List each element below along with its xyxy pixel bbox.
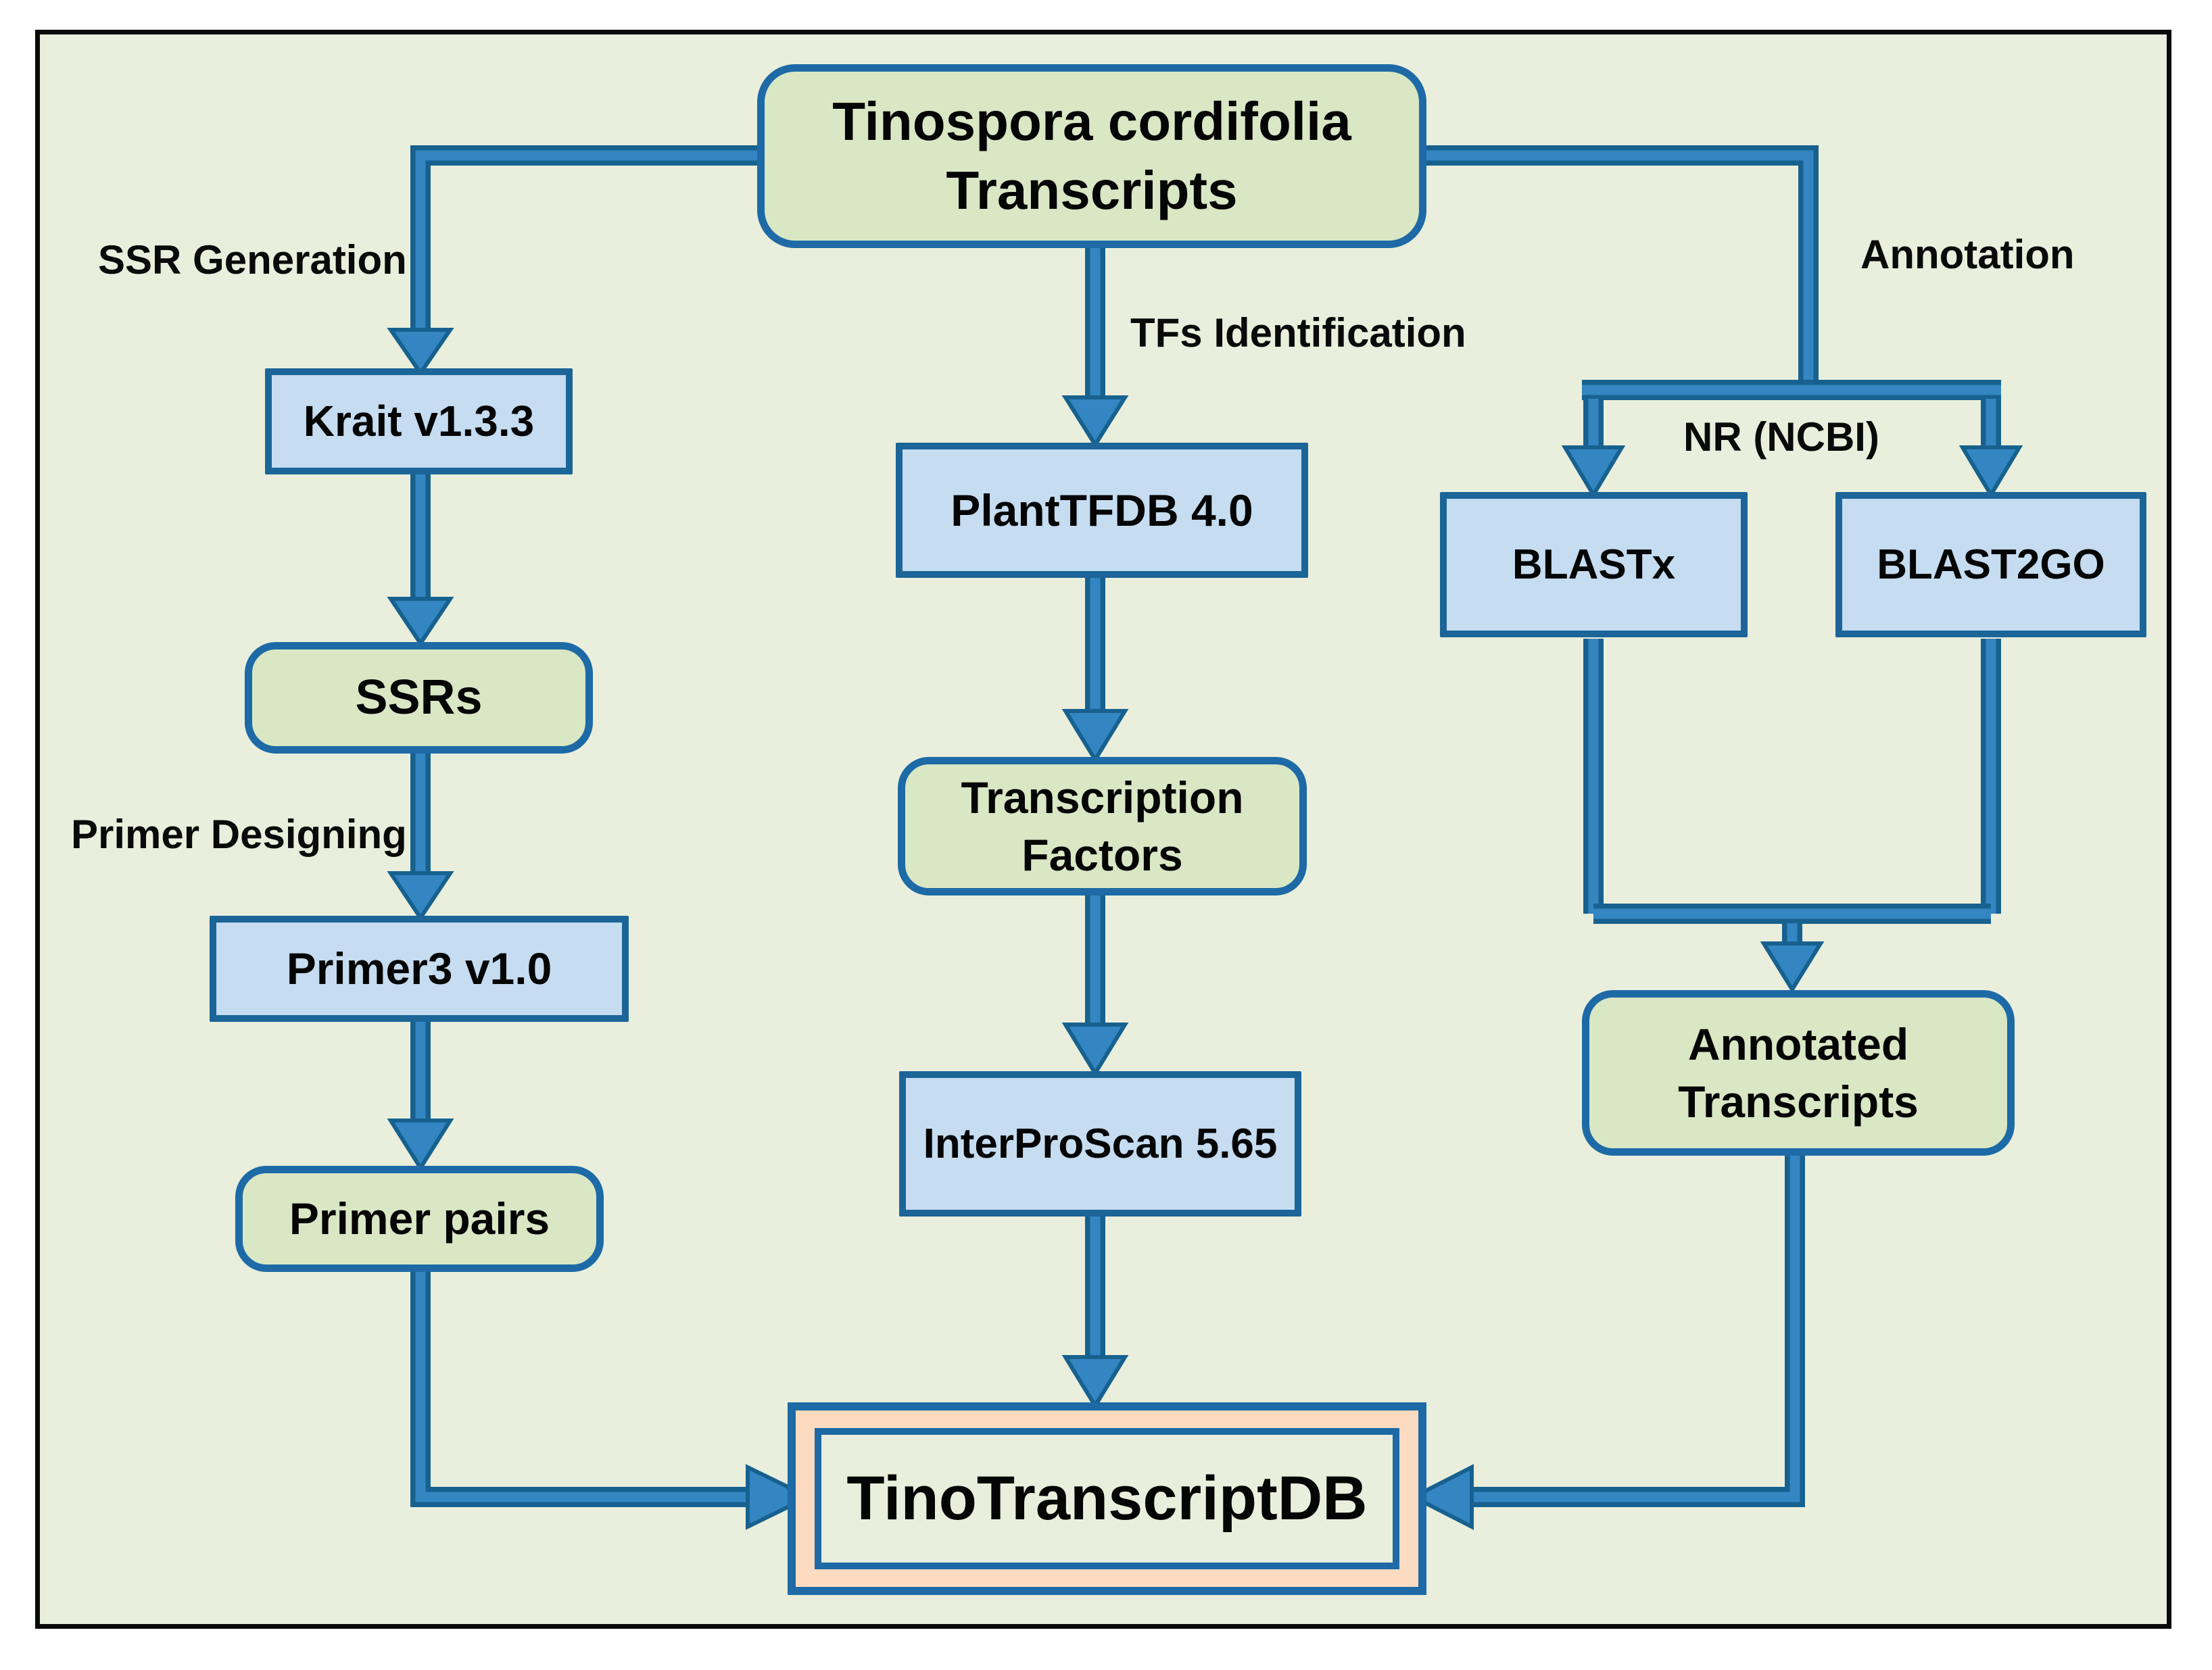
node-label: Tinospora cordifolia Transcripts: [832, 91, 1351, 220]
connector-line: [415, 150, 759, 333]
node-label: Primer3 v1.0: [286, 943, 552, 994]
node-ssrs: SSRs: [245, 642, 593, 754]
connector-top-to-split: [1425, 145, 1819, 390]
node-label: BLASTx: [1512, 541, 1676, 588]
connector-line: [1425, 145, 1819, 390]
connector-interproscan-to-tinodb: [1061, 1215, 1129, 1410]
node-label: Annotated Transcripts: [1678, 1019, 1919, 1127]
edge-label-ssr-generation: SSR Generation: [98, 237, 407, 283]
connector-annotated-to-tinodb: [1409, 1156, 1805, 1530]
node-blast2go: BLAST2GO: [1835, 492, 2146, 637]
connector-merge-to-annotated: [1760, 923, 1825, 993]
node-annotated-transcripts: Annotated Transcripts: [1582, 990, 2015, 1156]
arrowhead-down-icon: [1760, 941, 1825, 993]
arrowhead-down-icon: [1061, 1355, 1129, 1410]
connector-top-to-planttfdb: [1061, 247, 1129, 449]
connector-krait-to-ssrs: [387, 473, 454, 647]
node-label: Primer pairs: [289, 1194, 550, 1244]
node-label: BLAST2GO: [1877, 541, 2105, 588]
connector-split-to-blast2go: [1958, 399, 2023, 499]
arrowhead-down-icon: [1061, 709, 1129, 764]
arrowhead-down-icon: [387, 1119, 454, 1172]
node-tinotranscriptdb: TinoTranscriptDB: [815, 1428, 1399, 1569]
connector-primer3-to-pairs: [387, 1021, 454, 1172]
node-blastx: BLASTx: [1440, 492, 1748, 637]
node-label: SSRs: [355, 670, 483, 725]
connector-line: [410, 145, 759, 333]
edge-label-annotation: Annotation: [1860, 232, 2075, 277]
connector-line: [415, 1271, 749, 1502]
connector-pairs-to-tinodb: [410, 1271, 813, 1530]
edge-label-tfs-identification: TFs Identification: [1130, 310, 1466, 355]
node-label: TinoTranscriptDB: [846, 1464, 1368, 1533]
node-primer3: Primer3 v1.0: [210, 916, 629, 1022]
node-krait: Krait v1.3.3: [265, 368, 573, 474]
arrowhead-down-icon: [387, 328, 454, 377]
node-primer-pairs: Primer pairs: [235, 1166, 604, 1272]
arrowhead-down-icon: [1958, 445, 2023, 499]
edge-label-nr-ncbi: NR (NCBI): [1683, 414, 1879, 460]
connector-line: [410, 1271, 749, 1507]
arrowhead-left-icon: [1409, 1464, 1474, 1530]
node-interproscan: InterProScan 5.65: [899, 1071, 1301, 1217]
node-label: Krait v1.3.3: [303, 396, 535, 445]
connector-split-to-blastx: [1561, 399, 1626, 499]
connector-line: [1470, 1156, 1800, 1502]
arrowhead-down-icon: [1061, 1023, 1129, 1077]
connector-line: [1425, 150, 1814, 390]
node-label: Transcription Factors: [961, 772, 1244, 880]
arrowhead-down-icon: [1561, 445, 1626, 499]
connector-ssrs-to-primer3: [387, 752, 454, 922]
node-transcription-factors: Transcription Factors: [898, 757, 1307, 895]
arrowhead-down-icon: [387, 597, 454, 647]
arrowhead-down-icon: [1061, 395, 1129, 449]
arrowhead-right-icon: [746, 1464, 813, 1530]
edge-label-primer-designing: Primer Designing: [71, 812, 407, 857]
node-label: PlantTFDB 4.0: [951, 485, 1253, 535]
arrowhead-down-icon: [387, 871, 454, 922]
node-tinospora-transcripts: Tinospora cordifolia Transcripts: [757, 64, 1426, 248]
node-label: InterProScan 5.65: [923, 1120, 1278, 1167]
connector-planttfdb-to-tf: [1061, 576, 1129, 764]
node-tinotranscriptdb-frame: TinoTranscriptDB: [788, 1402, 1426, 1595]
connector-tf-to-interproscan: [1061, 894, 1129, 1077]
connector-top-to-krait: [387, 145, 759, 377]
node-planttfdb: PlantTFDB 4.0: [896, 443, 1308, 578]
connector-line: [1470, 1156, 1805, 1507]
